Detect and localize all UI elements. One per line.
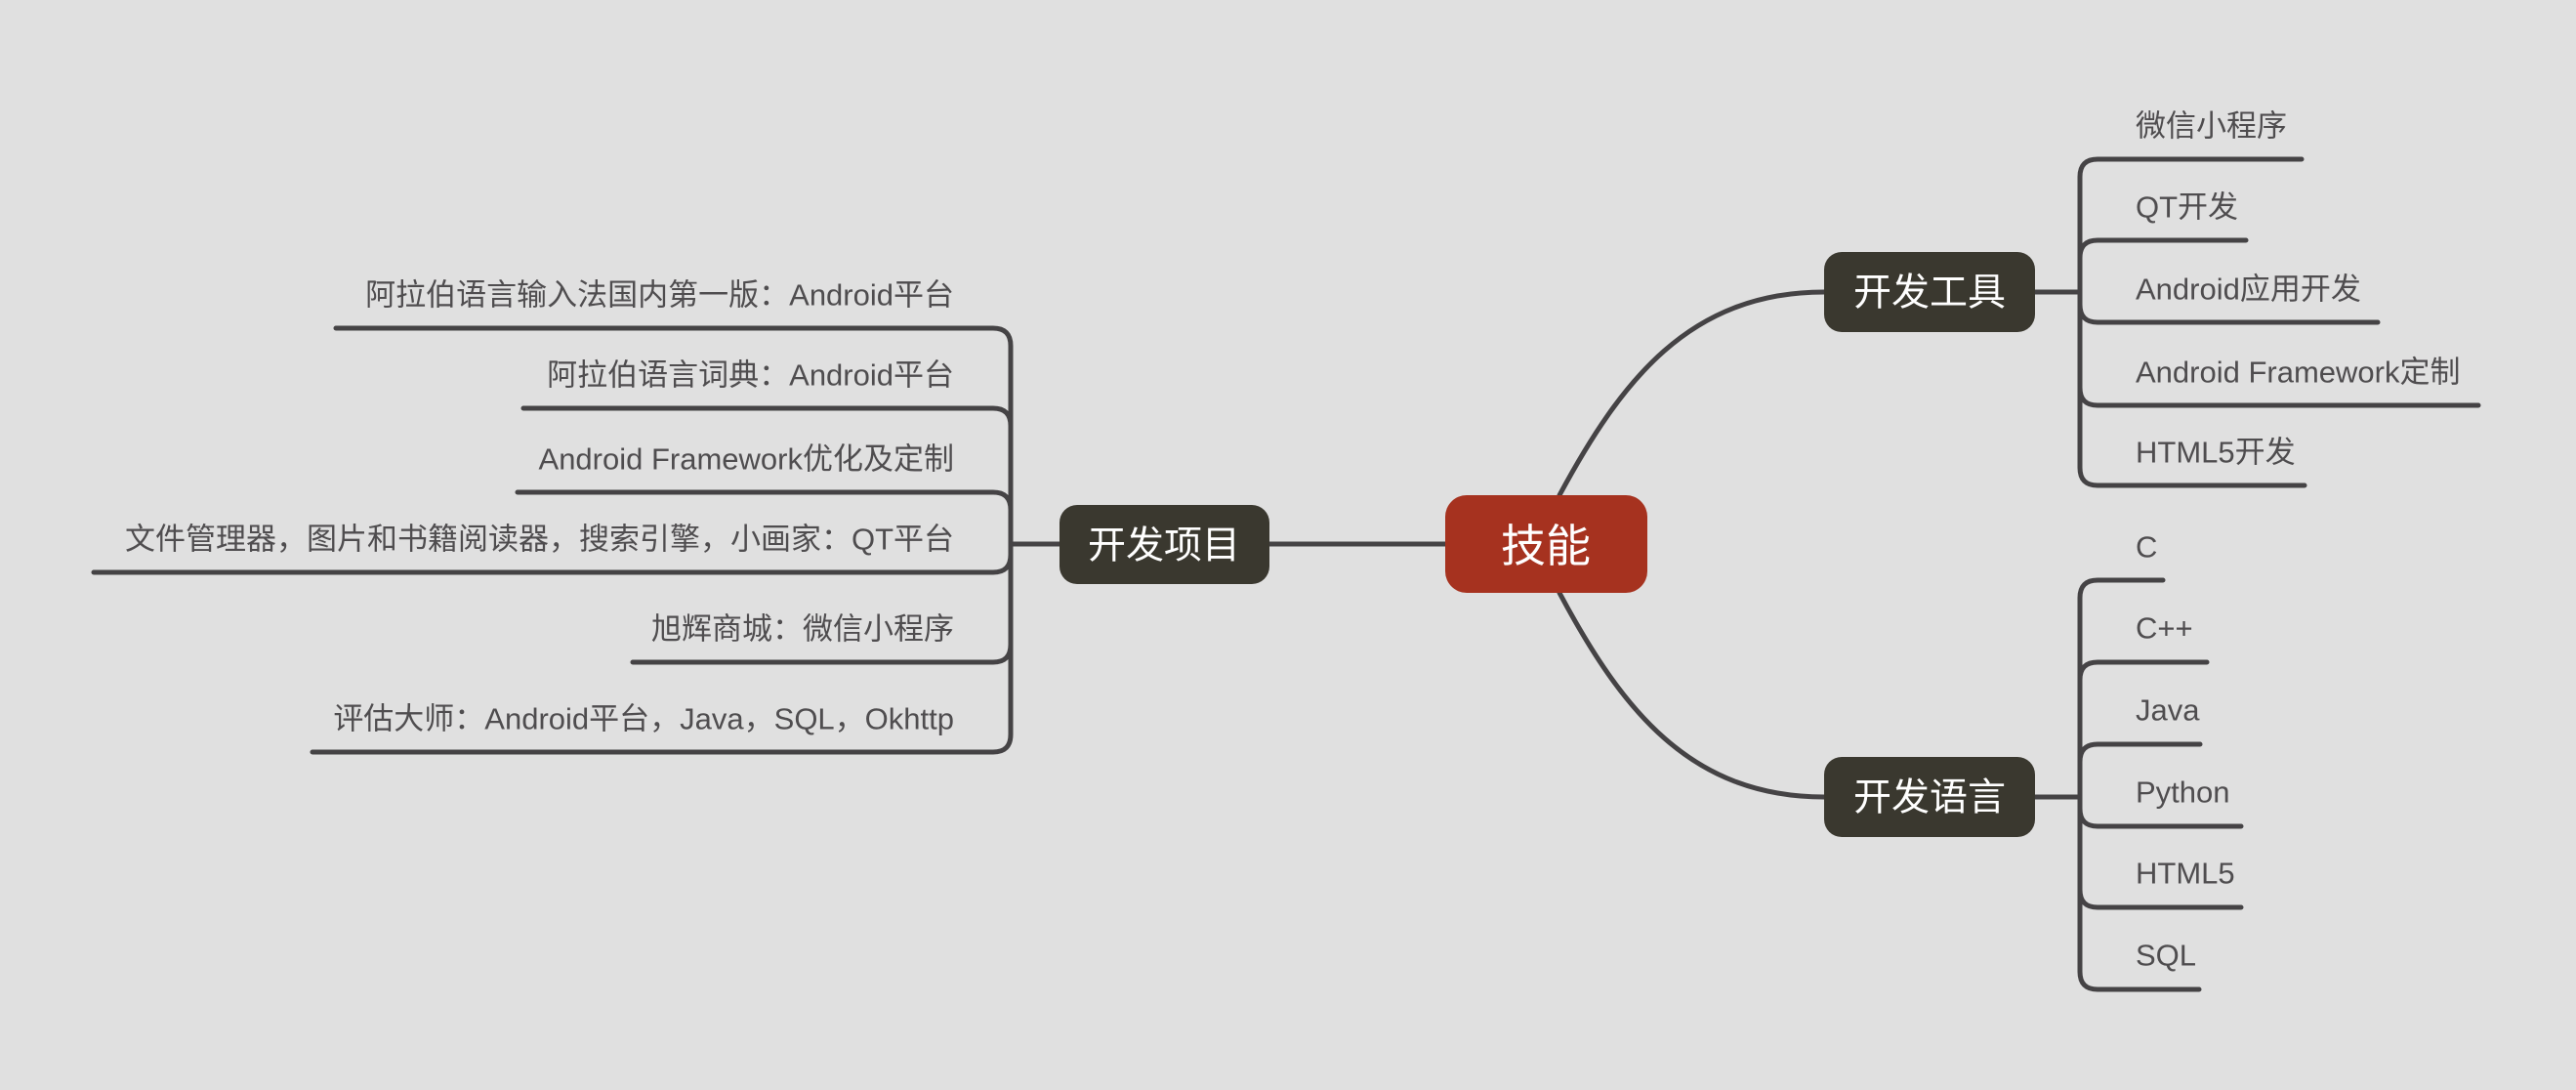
mindmap-item-label[interactable]: HTML5 (2136, 857, 2235, 891)
node-branch-languages[interactable]: 开发语言 (1824, 757, 2035, 837)
mindmap-item-label[interactable]: Android应用开发 (2136, 272, 2361, 307)
item-underline (520, 405, 1014, 547)
item-underline (515, 489, 1014, 547)
item-underline (2077, 156, 2305, 295)
mindmap-item-label[interactable]: Java (2136, 693, 2200, 728)
mindmap-item-label[interactable]: Android Framework优化及定制 (539, 442, 954, 477)
root-node-label[interactable]: 技能 (1501, 521, 1591, 571)
mindmap-item-label[interactable]: 阿拉伯语言词典：Android平台 (547, 358, 954, 393)
branch-node-label[interactable]: 开发项目 (1088, 525, 1240, 567)
node-branch-tools[interactable]: 开发工具 (1824, 252, 2035, 332)
mindmap-item-label[interactable]: 微信小程序 (2136, 109, 2287, 144)
item-underline (2077, 794, 2244, 910)
mindmap-item-label[interactable]: 文件管理器，图片和书籍阅读器，搜索引擎，小画家：QT平台 (125, 523, 954, 557)
branch-node-box[interactable] (1824, 252, 2035, 332)
branch-node-box[interactable] (1824, 757, 2035, 837)
edge-root-languages (1557, 590, 1827, 800)
mindmap-item-label[interactable]: QT开发 (2136, 190, 2238, 225)
mindmap-item-label[interactable]: 评估大师：Android平台，Java，SQL，Okhttp (333, 702, 954, 736)
item-underline (2077, 237, 2249, 295)
node-root[interactable]: 技能 (1445, 495, 1647, 593)
mindmap-item-label[interactable]: Python (2136, 776, 2230, 810)
item-underline (2077, 741, 2203, 800)
mindmap-item-label[interactable]: C (2136, 530, 2157, 565)
mindmap-item-label[interactable]: 旭辉商城：微信小程序 (651, 612, 954, 647)
mindmap-item-label[interactable]: HTML5开发 (2136, 436, 2296, 470)
branch-node-label[interactable]: 开发语言 (1853, 777, 2006, 819)
mindmap-item-label[interactable]: 阿拉伯语言输入法国内第一版：Android平台 (365, 278, 954, 313)
mindmap-item-label[interactable]: C++ (2136, 611, 2193, 646)
edge-root-tools (1557, 289, 1827, 498)
edge-layer (91, 156, 2481, 992)
item-underline (2077, 794, 2202, 992)
mindmap-item-label[interactable]: SQL (2136, 939, 2196, 973)
item-underline (2077, 577, 2166, 800)
mindmap-item-label[interactable]: Android Framework定制 (2136, 356, 2460, 390)
node-layer: 技能 开发项目 开发工具 开发语言 阿拉伯语言输入法国内第一版：Android平… (125, 109, 2461, 973)
branch-node-box[interactable] (1059, 505, 1269, 584)
item-underline (333, 325, 1014, 547)
root-node-box[interactable] (1445, 495, 1647, 593)
node-branch-projects[interactable]: 开发项目 (1059, 505, 1269, 584)
branch-node-label[interactable]: 开发工具 (1853, 272, 2006, 314)
item-underline (310, 541, 1014, 755)
item-underline (2077, 659, 2210, 800)
item-underline (2077, 289, 2307, 488)
